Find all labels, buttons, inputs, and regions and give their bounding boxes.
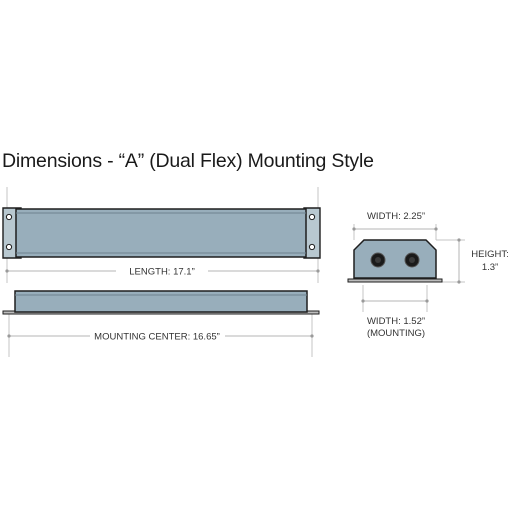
- dim-endpoint: [5, 269, 9, 273]
- length-label: LENGTH: 17.1”: [129, 267, 194, 278]
- dim-endpoint: [7, 334, 11, 338]
- dim-endpoint: [361, 299, 365, 303]
- mounting-width-label: WIDTH: 1.52”: [367, 316, 425, 327]
- mounting-center-dimension: MOUNTING CENTER: 16.65”: [7, 332, 314, 343]
- dim-endpoint: [316, 269, 320, 273]
- ballast-cross-section: [353, 239, 437, 279]
- ballast-body-top: [15, 208, 307, 258]
- dim-endpoint: [457, 280, 461, 284]
- top-view: [2, 187, 321, 283]
- mounting-hole: [5, 213, 13, 221]
- dim-endpoint: [310, 334, 314, 338]
- dim-endpoint: [434, 227, 438, 231]
- height-dimension: HEIGHT: 1.3”: [457, 238, 509, 284]
- knockout-inner: [409, 257, 415, 263]
- mounting-hole: [308, 213, 316, 221]
- width-label: WIDTH: 2.25”: [367, 211, 425, 222]
- end-view: [347, 224, 465, 312]
- mounting-hole: [5, 243, 13, 251]
- dim-endpoint: [425, 299, 429, 303]
- mounting-hole: [308, 243, 316, 251]
- length-dimension: LENGTH: 17.1”: [5, 267, 320, 278]
- height-value: 1.3”: [482, 262, 498, 273]
- mounting-width-dimension: WIDTH: 1.52” (MOUNTING): [361, 299, 429, 339]
- end-mounting-flange: [347, 278, 443, 283]
- knockout-inner: [375, 257, 381, 263]
- height-label: HEIGHT:: [471, 249, 508, 260]
- mounting-width-note: (MOUNTING): [367, 328, 425, 339]
- mounting-center-label: MOUNTING CENTER: 16.65”: [94, 332, 220, 343]
- width-dimension: WIDTH: 2.25”: [352, 211, 438, 231]
- dim-endpoint: [352, 227, 356, 231]
- dim-endpoint: [457, 238, 461, 242]
- diagram-title: Dimensions - “A” (Dual Flex) Mounting St…: [2, 150, 374, 172]
- ballast-body-side: [14, 290, 308, 313]
- side-view: [2, 290, 320, 357]
